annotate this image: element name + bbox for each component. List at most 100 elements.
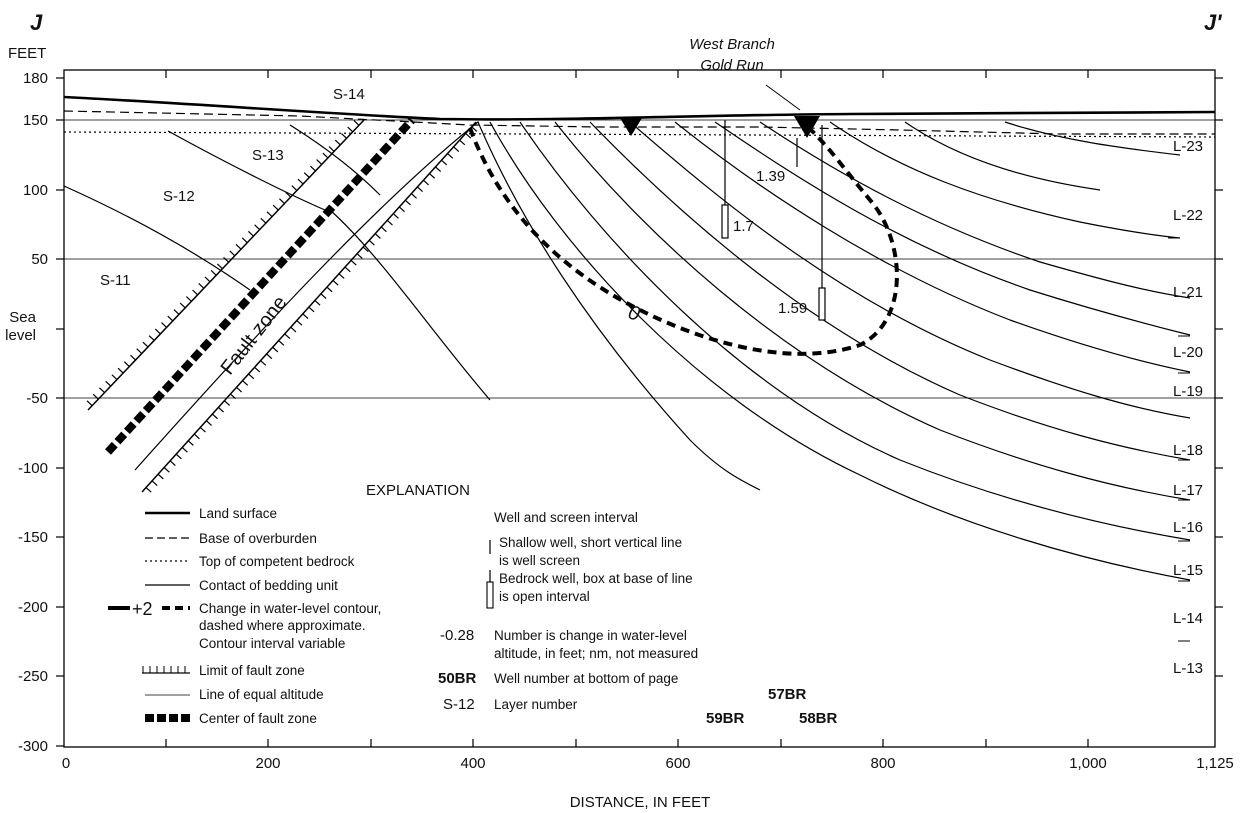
fault-limit-tick bbox=[398, 206, 405, 213]
legend-contact: Contact of bedding unit bbox=[199, 578, 338, 593]
layer-label: S-14 bbox=[333, 86, 365, 103]
legend-equal-altitude: Line of equal altitude bbox=[199, 687, 324, 702]
well-number: 57BR bbox=[768, 686, 807, 703]
fault-limit-tick bbox=[242, 380, 249, 386]
fault-limit-tick bbox=[350, 259, 357, 266]
fault-limit-tick bbox=[368, 239, 375, 246]
fault-limit-tick bbox=[356, 253, 363, 259]
fault-limit-tick bbox=[136, 348, 143, 354]
stream-marker-right bbox=[794, 116, 820, 138]
y-tick-label: -250 bbox=[18, 668, 48, 685]
layer-label: L-21 bbox=[1173, 284, 1203, 301]
fault-limit-tick bbox=[447, 153, 454, 159]
legend-well-heading: Well and screen interval bbox=[494, 510, 638, 525]
legend-overburden: Base of overburden bbox=[199, 531, 317, 546]
fault-limit-tick bbox=[205, 420, 212, 426]
fault-limit-tick bbox=[260, 360, 267, 366]
fault-limit-tick bbox=[278, 198, 285, 204]
fault-limit-tick bbox=[185, 296, 192, 302]
legend-contour-sample: +2 bbox=[132, 599, 153, 619]
y-tick-label: level bbox=[5, 327, 36, 344]
fault-zone-label: Fault zone bbox=[217, 292, 292, 379]
x-tick-label: 400 bbox=[460, 755, 485, 772]
legend-fault-limit: Limit of fault zone bbox=[199, 663, 305, 678]
fault-limit-tick bbox=[198, 283, 205, 289]
fault-limit-tick bbox=[241, 237, 248, 244]
fault-limit-tick bbox=[392, 213, 399, 219]
layer-label: L-22 bbox=[1173, 207, 1203, 224]
fault-limit-tick bbox=[187, 440, 194, 446]
layer-label: L-14 bbox=[1173, 610, 1203, 627]
fault-limit-tick bbox=[236, 386, 243, 393]
fault-limit-tick bbox=[179, 302, 186, 309]
legend-layer-desc: Layer number bbox=[494, 697, 578, 712]
x-tick-marks bbox=[165, 70, 1089, 747]
right-label-markers bbox=[1168, 237, 1190, 642]
legend-bedrock-l1: Bedrock well, box at base of line bbox=[499, 571, 693, 586]
legend-contour-l2: dashed where approximate. bbox=[199, 618, 366, 633]
layer-label: L-18 bbox=[1173, 442, 1203, 459]
layer-label: L-20 bbox=[1173, 344, 1203, 361]
well-number: 59BR bbox=[706, 710, 745, 727]
fault-limit-tick bbox=[175, 453, 182, 460]
bedding-contacts-right bbox=[489, 121, 1191, 581]
fault-limit-tick bbox=[328, 146, 335, 152]
fault-limit-tick bbox=[199, 426, 206, 433]
fault-limit-tick bbox=[86, 400, 93, 407]
y-tick-label: 180 bbox=[23, 70, 48, 87]
fault-limit-tick bbox=[105, 380, 112, 387]
fault-limit-tick bbox=[111, 374, 118, 381]
fault-limit-tick bbox=[308, 306, 315, 313]
fault-limit-tick bbox=[303, 172, 310, 178]
fault-limit-tick bbox=[210, 270, 217, 276]
y-tick-label: -200 bbox=[18, 599, 48, 616]
fault-limit-tick bbox=[284, 333, 291, 340]
stream-leader-line bbox=[765, 84, 801, 111]
y-tick-label: 100 bbox=[23, 182, 48, 199]
fault-limit-tick bbox=[192, 289, 199, 296]
fault-limit-tick bbox=[471, 126, 478, 132]
fault-limit-tick bbox=[297, 178, 304, 185]
legend-fault-limit-ticks bbox=[142, 666, 186, 673]
fault-limit-tick bbox=[353, 120, 360, 126]
fault-limit-tick bbox=[374, 233, 381, 239]
layer-label: L-13 bbox=[1173, 660, 1203, 677]
fault-limit-tick bbox=[380, 226, 387, 233]
fault-limit-tick bbox=[248, 373, 255, 380]
l-layer-labels: L-23 L-22 L-21 L-20 L-19 L-18 L-17 L-16 … bbox=[1173, 138, 1203, 677]
fault-limit-tick bbox=[362, 246, 369, 253]
fault-center-line bbox=[105, 117, 415, 455]
fault-limit-tick bbox=[151, 480, 158, 487]
fault-limit-tick bbox=[157, 473, 164, 480]
fault-limit-tick bbox=[123, 361, 130, 367]
fault-limit-lines bbox=[86, 119, 478, 493]
fault-limit-tick bbox=[211, 413, 218, 420]
legend-shallow-l2: is well screen bbox=[499, 553, 580, 568]
legend-wellnum-desc: Well number at bottom of page bbox=[494, 671, 678, 686]
change-value: 1.39 bbox=[756, 168, 785, 185]
x-axis-title: DISTANCE, IN FEET bbox=[570, 794, 711, 811]
legend-contour-l3: Contour interval variable bbox=[199, 636, 345, 651]
stream-label-line2: Gold Run bbox=[700, 57, 763, 74]
legend-layer-sample: S-12 bbox=[443, 696, 475, 713]
fault-limit-tick bbox=[99, 387, 105, 394]
fault-limit-tick bbox=[453, 146, 460, 152]
fault-limit-tick bbox=[465, 133, 472, 139]
fault-limit-tick bbox=[322, 152, 329, 159]
layer-label: L-17 bbox=[1173, 482, 1203, 499]
fault-limit-tick bbox=[320, 293, 327, 299]
fault-limit-tick bbox=[260, 217, 267, 224]
base-of-overburden-line bbox=[63, 110, 1215, 135]
legend-fault-center: Center of fault zone bbox=[199, 711, 317, 726]
fault-limit-tick bbox=[285, 191, 292, 198]
fault-limit-tick bbox=[181, 447, 188, 453]
fault-limit-tick bbox=[404, 199, 411, 206]
x-tick-label: 800 bbox=[870, 755, 895, 772]
fault-limit-tick bbox=[272, 346, 279, 353]
fault-limit-tick bbox=[459, 139, 466, 146]
fault-limit-tick bbox=[117, 367, 124, 374]
zero-contour-line bbox=[468, 125, 899, 356]
wells bbox=[721, 120, 826, 321]
y-tick-label: -150 bbox=[18, 529, 48, 546]
contour-value-label: 0 bbox=[626, 302, 642, 326]
